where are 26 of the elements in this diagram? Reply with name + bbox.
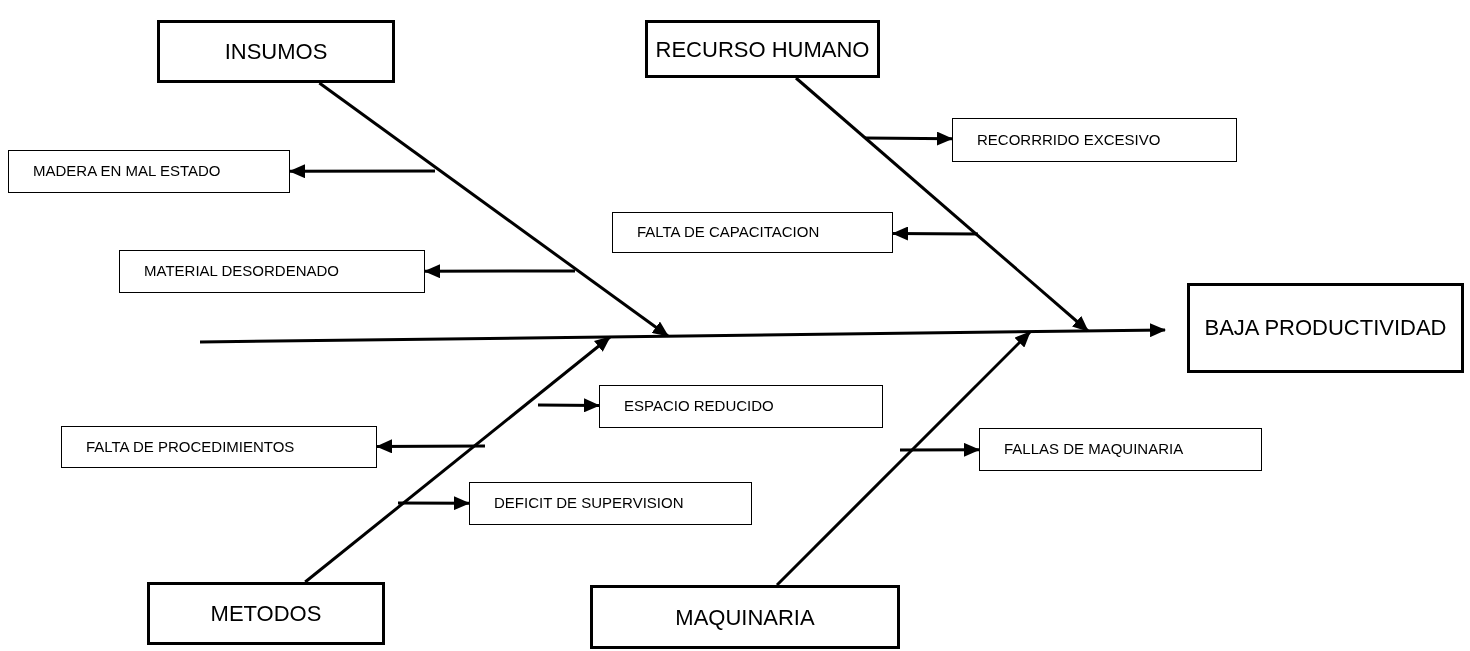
arrow [795,76,1089,333]
arrow [775,330,1032,587]
arrow [398,496,470,511]
arrow [289,164,435,179]
category-box: RECURSO HUMANO [645,20,880,78]
arrow [318,81,669,338]
category-box: MAQUINARIA [590,585,900,649]
arrow [376,439,485,454]
arrow [892,226,978,241]
cause-box: RECORRRIDO EXCESIVO [952,118,1237,162]
category-box: INSUMOS [157,20,395,83]
cause-box: ESPACIO REDUCIDO [599,385,883,428]
cause-box: MADERA EN MAL ESTADO [8,150,290,193]
cause-box: FALLAS DE MAQUINARIA [979,428,1262,471]
category-box: METODOS [147,582,385,645]
cause-box: MATERIAL DESORDENADO [119,250,425,293]
cause-box: FALTA DE PROCEDIMIENTOS [61,426,377,468]
cause-box: FALTA DE CAPACITACION [612,212,893,253]
cause-box: DEFICIT DE SUPERVISION [469,482,752,525]
spine-arrow [200,323,1166,344]
effect-box: BAJA PRODUCTIVIDAD [1187,283,1464,373]
arrow [538,398,600,413]
arrow [424,264,575,279]
arrow [304,335,611,584]
arrow [900,442,980,457]
arrow [865,131,953,146]
